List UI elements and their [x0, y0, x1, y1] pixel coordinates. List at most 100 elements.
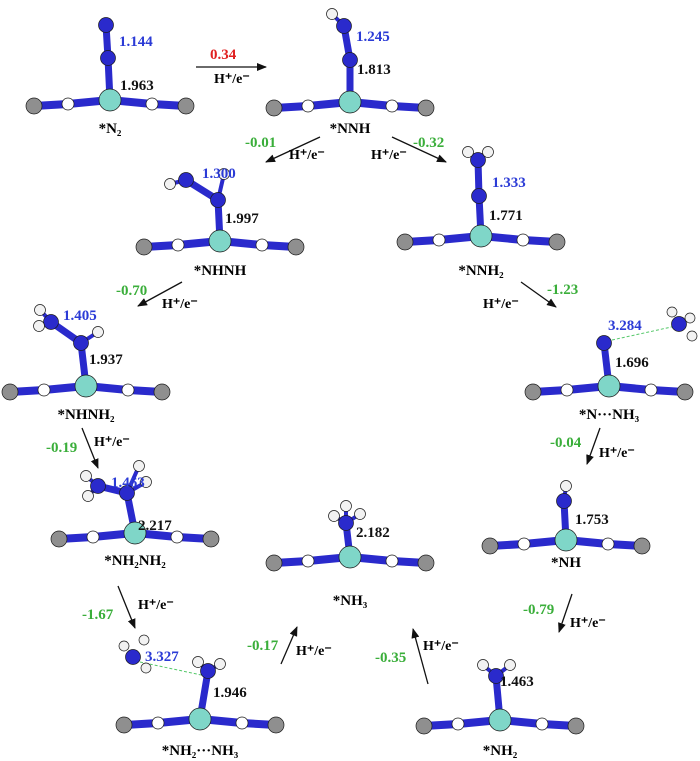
species-name-nh3: *NH₃ — [333, 593, 368, 609]
hydrogen-atom — [354, 508, 366, 520]
nitrogen-atom — [119, 485, 135, 501]
nn-distance-nnh2: 1.333 — [492, 175, 526, 191]
ring-nitrogen-atom — [171, 238, 185, 252]
mn-distance-nnh: 1.813 — [357, 62, 391, 78]
carbon-atom — [265, 99, 283, 117]
hydrogen-atom — [33, 320, 45, 332]
arrow-n-nh3-to-nh — [586, 427, 601, 465]
structure-nnh — [265, 8, 435, 117]
step-energy-6: -0.19 — [46, 440, 77, 456]
ring-nitrogen-atom — [385, 99, 399, 113]
ring-nitrogen-atom — [255, 238, 269, 252]
nitrogen-atom — [342, 52, 358, 68]
species-name-nhnh: *NHNH — [194, 263, 247, 279]
species-name-nhnh2: *NHNH₂ — [58, 407, 116, 423]
nitrogen-atom — [556, 493, 572, 509]
metal-atom — [208, 229, 232, 253]
step-label-4: H⁺/e⁻ — [162, 297, 198, 312]
nitrogen-atom — [488, 668, 504, 684]
hydrogen-atom — [92, 326, 104, 338]
hydrogen-atom — [138, 634, 150, 646]
carbon-atom — [267, 716, 285, 734]
hydrogen-atom — [328, 510, 340, 522]
mn-distance-n-nh3: 1.696 — [615, 355, 649, 371]
step-label-8: H⁺/e⁻ — [138, 598, 174, 613]
structure-nh3 — [265, 500, 435, 572]
mn-distance-nh2nh2: 2.217 — [138, 518, 172, 534]
hydrogen-atom — [140, 476, 152, 488]
step-label-2: H⁺/e⁻ — [289, 148, 325, 163]
carbon-atom — [287, 238, 305, 256]
nitrogen-atom — [98, 17, 114, 33]
ring-nitrogen-atom — [170, 530, 184, 544]
species-name-n-nh3: *N···NH₃ — [579, 407, 640, 423]
arrow-nhnh2-to-nh2nh2 — [81, 427, 99, 469]
nitrogen-atom — [338, 515, 354, 531]
hydrogen-atom — [340, 500, 352, 512]
step-energy-4: -0.70 — [116, 283, 147, 299]
mn-distance-nh2-nh3: 1.946 — [213, 685, 247, 701]
ring-nitrogen-atom — [86, 530, 100, 544]
nitrogen-atom — [90, 478, 106, 494]
step-label-10: H⁺/e⁻ — [296, 644, 332, 659]
carbon-atom — [415, 717, 433, 735]
metal-atom — [469, 224, 493, 248]
hydrogen-atom — [560, 480, 572, 492]
species-name-nh: *NH — [551, 555, 581, 571]
step-energy-1: 0.34 — [210, 47, 237, 63]
mn-distance-n2: 1.963 — [120, 78, 154, 94]
nitrogen-atom — [43, 314, 59, 330]
step-energy-7: -0.04 — [550, 435, 582, 451]
ammonia-nitrogen-atom — [125, 649, 141, 665]
nn-distance-nh2-nh3: 3.327 — [145, 649, 179, 665]
hydrogen-atom — [133, 460, 145, 472]
arrow-nh2-nh3-to-nh3 — [280, 626, 298, 665]
carbon-atom — [676, 383, 694, 401]
ring-nitrogen-atom — [644, 383, 658, 397]
nn-distance-n-nh3: 3.284 — [608, 318, 642, 334]
metal-atom — [98, 88, 122, 112]
step-energy-9: -0.79 — [523, 602, 554, 618]
ring-nitrogen-atom — [121, 383, 135, 397]
structure-nh2-nh3 — [115, 634, 285, 734]
structure-nh2nh2 — [50, 460, 220, 548]
nitrogen-atom — [73, 335, 89, 351]
carbon-atom — [202, 530, 220, 548]
structure-n-nh3 — [524, 306, 698, 401]
nn-distance-n2: 1.144 — [119, 34, 153, 50]
metal-atom — [597, 374, 621, 398]
hydrogen-atom — [34, 304, 46, 316]
arrow-nhnh-to-nhnh2 — [137, 281, 183, 307]
ring-nitrogen-atom — [560, 383, 574, 397]
ring-nitrogen-atom — [61, 97, 75, 111]
hydrogen-atom — [82, 490, 94, 502]
arrow-nnh-to-nnh2 — [391, 136, 447, 163]
carbon-atom — [567, 717, 585, 735]
nitrogen-atom — [178, 172, 194, 188]
step-energy-8: -1.67 — [82, 607, 114, 623]
structure-nnh2 — [396, 146, 566, 251]
structure-nh2 — [415, 659, 585, 735]
structure-nh — [481, 480, 651, 555]
hydrogen-atom — [504, 659, 516, 671]
ring-nitrogen-atom — [601, 537, 615, 551]
species-name-nh2: *NH₂ — [483, 743, 518, 759]
step-energy-3: -0.32 — [413, 135, 444, 151]
step-energy-2: -0.01 — [245, 135, 276, 151]
hydrogen-atom — [477, 659, 489, 671]
mn-distance-nh2: 1.463 — [500, 674, 534, 690]
nitrogen-atom — [100, 50, 116, 66]
mn-distance-nhnh: 1.997 — [225, 211, 259, 227]
nitrogen-atom — [470, 152, 486, 168]
step-label-5: H⁺/e⁻ — [483, 297, 519, 312]
arrow-nh2-to-nh3 — [411, 628, 429, 685]
nn-distance-nhnh: 1.300 — [202, 166, 236, 182]
species-name-nh2-nh3: *NH₂···NH₃ — [162, 743, 239, 759]
ring-nitrogen-atom — [235, 716, 249, 730]
mn-distance-nhnh2: 1.937 — [89, 352, 123, 368]
nitrogen-atom — [200, 663, 216, 679]
carbon-atom — [548, 233, 566, 251]
species-name-nh2nh2: *NH₂NH₂ — [104, 553, 166, 569]
step-label-1: H⁺/e⁻ — [214, 72, 250, 87]
